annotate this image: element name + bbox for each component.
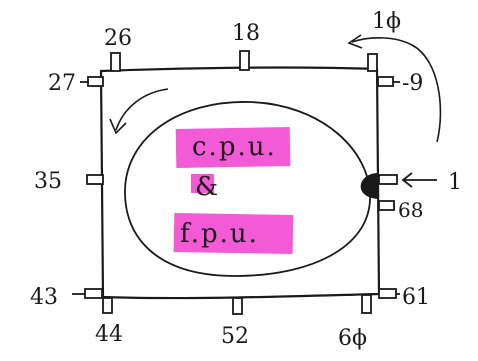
highlight-cpu xyxy=(175,127,291,168)
pin-label-left-mid: 35 xyxy=(34,169,62,194)
pin-left-mid xyxy=(86,174,104,185)
die-ellipse xyxy=(124,101,371,277)
pin-right-mid xyxy=(378,174,398,185)
pin-bottom-right xyxy=(361,294,372,314)
pin-label-bottom-left: 44 xyxy=(95,322,123,347)
pin-top-mid xyxy=(239,50,250,71)
pin-right-top xyxy=(377,76,394,87)
curved-arrow-right xyxy=(347,34,442,143)
pin-bottom-mid xyxy=(232,297,243,315)
pin-bottom-left xyxy=(102,297,113,314)
pin-right-bottom xyxy=(378,288,397,299)
pin-label-left-bottom: 43 xyxy=(30,285,58,310)
pin-label-top-right: 1ϕ xyxy=(372,9,401,34)
pin-left-bottom xyxy=(84,288,103,299)
fpu-label: f.p.u. xyxy=(180,219,259,249)
pin-label-bottom-mid: 52 xyxy=(221,324,249,349)
pin-top-right xyxy=(367,53,378,72)
pin-label-bottom-right: 6ϕ xyxy=(338,326,367,351)
ampersand-label: & xyxy=(195,172,220,202)
pin-top-left xyxy=(110,52,121,72)
highlight-amp xyxy=(191,174,214,193)
pin-right-lower xyxy=(378,200,395,211)
pin-one-arrow xyxy=(401,172,437,188)
curved-arrow-left xyxy=(109,88,169,135)
pin-label-top-mid: 18 xyxy=(232,21,260,46)
pin-label-right-bottom: 61 xyxy=(402,285,430,310)
pin-label-right-lower: 68 xyxy=(398,198,423,222)
pin-left-top xyxy=(87,76,104,87)
pin-label-left-top: 27 xyxy=(48,71,76,96)
cpu-label: c.p.u. xyxy=(192,132,277,162)
pin-label-right-mid: 1 xyxy=(448,170,462,195)
pin-label-right-top: -9 xyxy=(402,71,423,96)
package-notch xyxy=(360,173,378,199)
highlight-fpu xyxy=(173,212,294,255)
pin-label-top-left: 26 xyxy=(104,26,132,51)
